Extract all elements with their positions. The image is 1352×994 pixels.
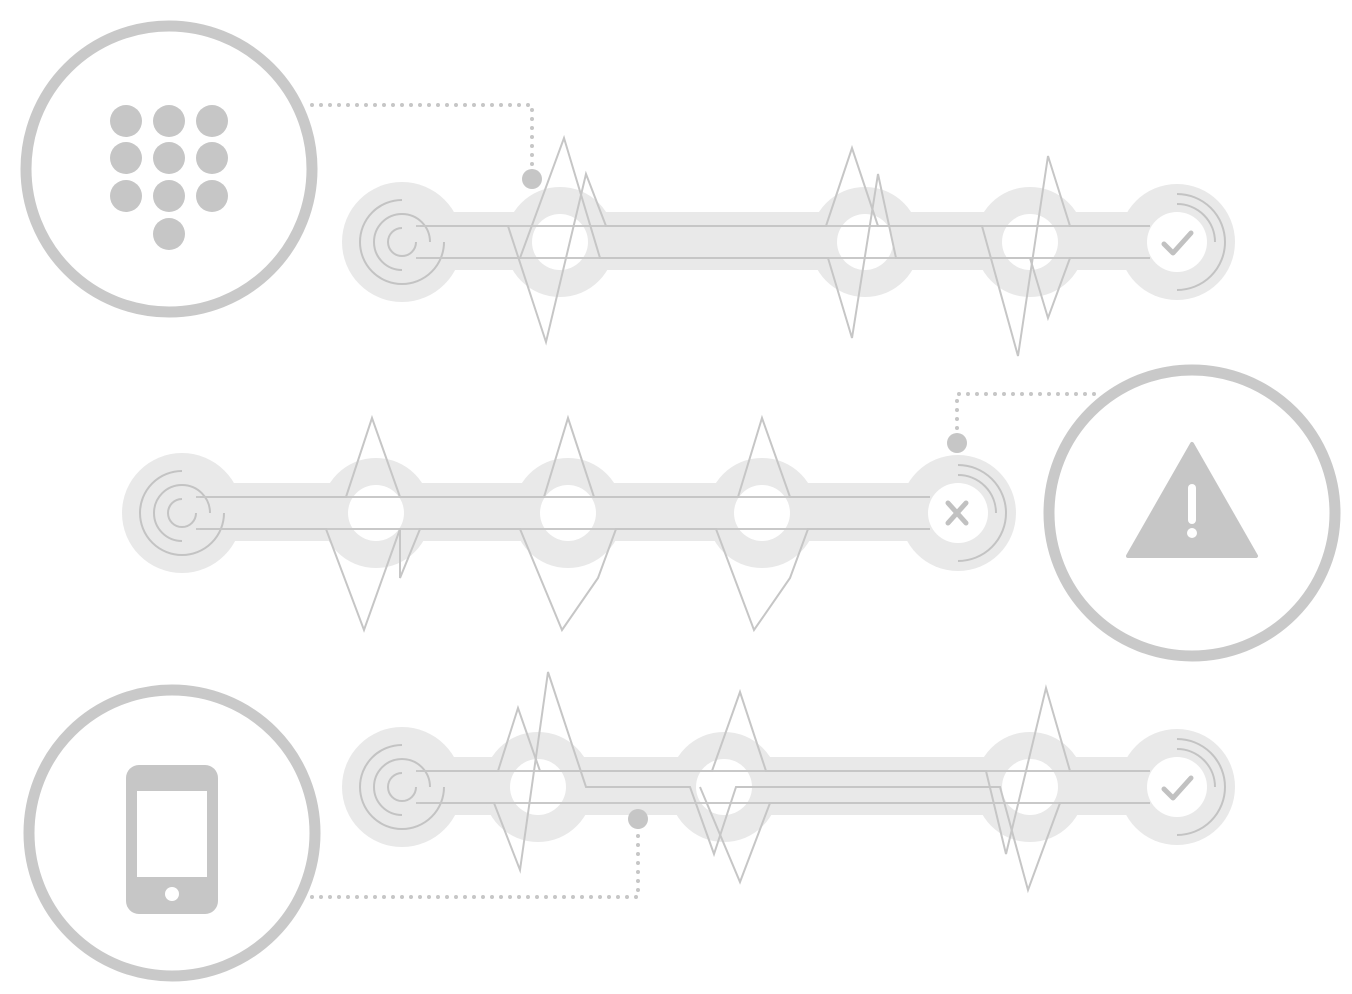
connector-keypad: [310, 103, 542, 189]
phone-badge: [23, 684, 321, 982]
start-rings: [359, 199, 445, 285]
signal-wave: [200, 528, 930, 633]
signal-wave: [420, 671, 1150, 894]
end-rings: [1176, 738, 1227, 836]
start-rings: [139, 470, 225, 556]
connector-phone: [310, 809, 648, 899]
signal-wave: [200, 414, 930, 498]
flow-row-1: [342, 134, 1235, 357]
start-rings: [359, 744, 445, 830]
flow-row-3: [342, 671, 1235, 894]
keypad-icon: [110, 105, 228, 250]
phone-icon: [126, 765, 218, 914]
keypad-badge: [20, 20, 318, 318]
x-icon: [945, 500, 969, 526]
checkmark-icon: [1161, 775, 1194, 801]
signal-wave: [420, 134, 1150, 339]
warning-badge: [1043, 364, 1341, 662]
end-rings: [957, 464, 1008, 562]
warning-icon: [1126, 442, 1258, 558]
checkmark-icon: [1161, 230, 1194, 256]
flow-row-2: [122, 414, 1016, 633]
connector-warning: [947, 392, 1096, 453]
signal-wave: [420, 684, 1150, 855]
signal-wave: [420, 144, 1150, 357]
end-rings: [1176, 193, 1227, 291]
